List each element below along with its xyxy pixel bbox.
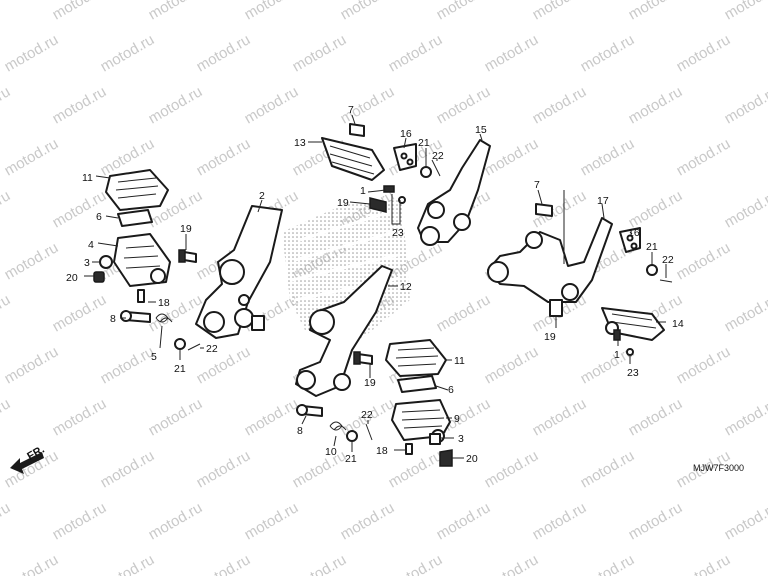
callout-3-right: 3 bbox=[458, 433, 464, 445]
left-peg-pin bbox=[137, 289, 145, 303]
callout-8-left: 8 bbox=[110, 313, 116, 325]
callout-9: 9 bbox=[454, 413, 460, 425]
callout-20-left: 20 bbox=[66, 272, 78, 284]
right-lower-bolt bbox=[549, 299, 563, 317]
left-cotter-pin bbox=[187, 343, 201, 351]
callout-11-right: 11 bbox=[454, 355, 465, 367]
callout-15: 15 bbox=[475, 124, 487, 136]
callout-7-right: 7 bbox=[534, 179, 540, 191]
callout-14: 14 bbox=[672, 318, 684, 330]
callout-16-center: 16 bbox=[400, 128, 412, 140]
left-peg-body bbox=[113, 233, 171, 287]
passenger-peg-left bbox=[321, 137, 385, 181]
right-peg-small-clip bbox=[626, 348, 634, 356]
callout-16-right: 16 bbox=[628, 227, 640, 239]
callout-19-right-bracket: 19 bbox=[364, 377, 376, 389]
callout-21-left: 21 bbox=[174, 363, 186, 375]
right-pin-washer bbox=[346, 430, 358, 442]
callout-22-center: 22 bbox=[432, 150, 444, 162]
callout-11-left: 11 bbox=[82, 172, 93, 184]
callout-5: 5 bbox=[151, 351, 157, 363]
center-bracket-bolt bbox=[369, 197, 387, 213]
callout-22-right: 22 bbox=[361, 409, 373, 421]
right-peg-pin bbox=[405, 443, 413, 455]
callout-23-center: 23 bbox=[392, 227, 404, 239]
center-washer bbox=[420, 166, 432, 178]
callout-13: 13 bbox=[294, 137, 306, 149]
left-rider-peg-cover bbox=[105, 169, 169, 211]
right-stopper-plate bbox=[619, 227, 641, 253]
right-stopper-washer bbox=[646, 264, 658, 276]
callout-1-center: 1 bbox=[360, 185, 366, 197]
callout-18-left: 18 bbox=[158, 297, 170, 309]
callout-6-right: 6 bbox=[448, 384, 454, 396]
callout-17: 17 bbox=[597, 195, 609, 207]
callout-2: 2 bbox=[259, 190, 265, 202]
right-pivot-pin bbox=[296, 404, 323, 417]
callout-18-right: 18 bbox=[376, 445, 388, 457]
passenger-bracket-right bbox=[487, 217, 613, 303]
diagram-code: MJW7F3000 bbox=[693, 463, 744, 473]
callout-10: 10 bbox=[325, 446, 337, 458]
left-pin-washer bbox=[174, 338, 186, 350]
right-peg-washer bbox=[429, 433, 441, 445]
right-peg-cover bbox=[385, 339, 447, 377]
callout-20-right: 20 bbox=[466, 453, 478, 465]
front-direction-arrow: FR. bbox=[10, 444, 47, 474]
center-stopper-plate bbox=[393, 143, 417, 171]
right-spring bbox=[329, 421, 347, 431]
passenger-bracket-left bbox=[417, 139, 491, 246]
right-peg-body bbox=[391, 399, 451, 443]
right-stopper-cotter bbox=[659, 279, 673, 283]
left-peg-rubber-plate bbox=[117, 209, 153, 227]
callout-7-center: 7 bbox=[348, 104, 354, 116]
right-cotter-pin bbox=[365, 423, 373, 441]
callout-22-left: 22 bbox=[206, 343, 218, 355]
left-peg-washer bbox=[99, 255, 113, 269]
callout-3-left: 3 bbox=[84, 257, 90, 269]
left-spring bbox=[155, 313, 173, 323]
callout-1-right: 1 bbox=[614, 349, 620, 361]
front-label: FR. bbox=[25, 444, 46, 463]
callout-6-left: 6 bbox=[96, 211, 102, 223]
left-peg-nut bbox=[93, 271, 105, 283]
callout-12: 12 bbox=[400, 281, 412, 293]
right-peg-nut bbox=[439, 449, 453, 467]
right-footpeg-bracket bbox=[295, 265, 393, 397]
left-pivot-pin bbox=[120, 310, 151, 323]
center-peg-pin bbox=[383, 185, 395, 193]
callout-19-far-right: 19 bbox=[544, 331, 556, 343]
leader-lines bbox=[84, 114, 667, 459]
callout-22-far-right: 22 bbox=[662, 254, 674, 266]
callout-19-left: 19 bbox=[180, 223, 192, 235]
center-bolt-top bbox=[349, 123, 365, 137]
callout-23-right: 23 bbox=[627, 367, 639, 379]
callout-21-far-right: 21 bbox=[646, 241, 658, 253]
callout-21-center: 21 bbox=[418, 137, 430, 149]
center-cotter-pin bbox=[431, 159, 441, 177]
right-top-bolt bbox=[535, 203, 553, 217]
callout-21-right: 21 bbox=[345, 453, 357, 465]
callout-8-right: 8 bbox=[297, 425, 303, 437]
callout-19-center: 19 bbox=[337, 197, 349, 209]
right-peg-rubber-plate bbox=[397, 375, 437, 393]
passenger-peg-right bbox=[601, 307, 665, 341]
right-peg-small-pin bbox=[613, 329, 621, 341]
callout-4: 4 bbox=[88, 239, 94, 251]
right-bracket-bolt bbox=[353, 351, 373, 365]
left-bracket-bolt bbox=[178, 249, 197, 263]
callout-labels: 11 6 4 3 20 18 8 5 21 22 19 2 7 13 16 21… bbox=[66, 104, 684, 465]
left-footpeg-bracket bbox=[195, 205, 283, 339]
